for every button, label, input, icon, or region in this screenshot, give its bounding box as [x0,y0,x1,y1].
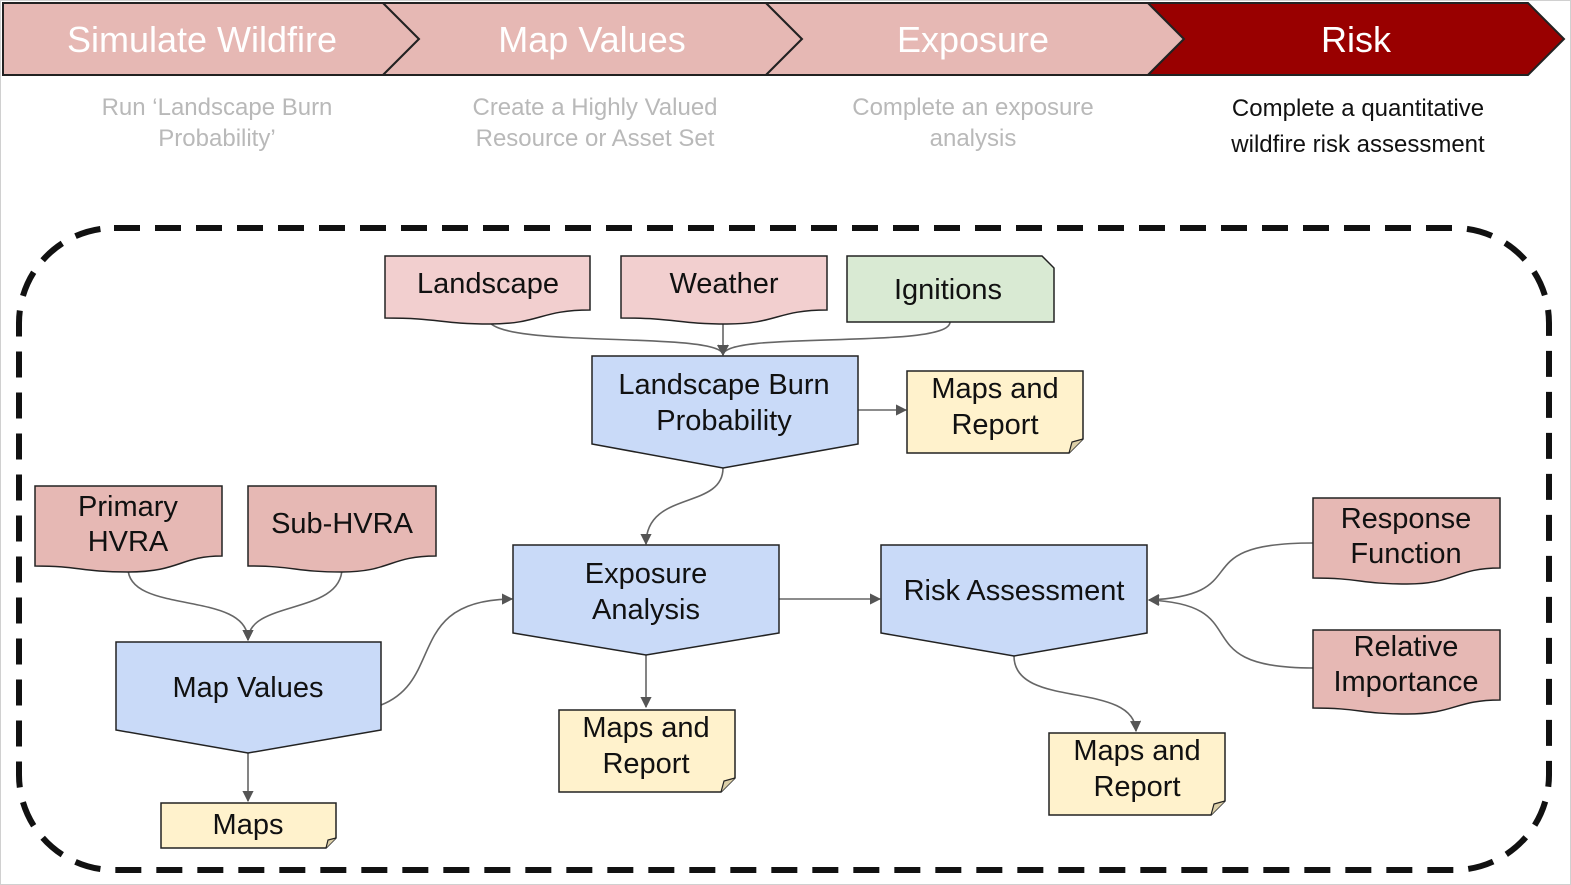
document-shape [247,485,437,573]
document-shape [846,255,1055,323]
process-risk-assessment: Risk Assessment [880,544,1148,657]
input-weather: Weather [620,255,828,325]
edge-map-values-to-exposure [380,593,514,706]
stage-description-map-values: Create a Highly Valued Resource or Asset… [440,92,750,154]
edge-landscape-to-lbp [487,317,729,357]
description-line: Complete an exposure [852,94,1094,121]
document-shape [34,485,223,573]
node-label: Weather [669,268,778,300]
output-maps: Maps [160,802,337,849]
stage-shape [1145,2,1566,76]
process-boundary [16,225,1552,873]
note-fold [1068,438,1084,454]
description-line: Complete a quantitative [1231,95,1485,122]
stage-label: Simulate Wildfire [67,19,337,60]
document-shape [1312,629,1501,715]
input-landscape: Landscape [384,255,591,325]
process-map-values: Map Values [115,641,382,754]
node-label: Ignitions [894,274,1002,306]
node-label: Maps [213,809,284,841]
description-line: Resource or Asset Set [475,125,715,152]
edge-sub-hvra-to-map-values [242,567,343,642]
stage-chevron-map-values: Map Values [380,2,804,76]
description-line: Probability’ [158,125,276,152]
edge-primary-hvra-to-map-values [127,567,254,642]
node-label: Landscape [417,268,559,300]
description-line: Run ‘Landscape Burn [101,94,333,121]
input-ignitions: Ignitions [846,255,1055,323]
input-sub-hvra: Sub-HVRA [247,485,437,573]
document-shape [384,255,591,325]
process-shape [880,544,1148,657]
stage-chevron-exposure: Exposure [763,2,1186,76]
description-line: analysis [929,125,1017,152]
process-shape [591,355,859,469]
document-shape [620,255,828,325]
stage-label: Exposure [897,19,1049,60]
description-line: Create a Highly Valued [472,94,718,121]
stage-label: Map Values [498,19,685,60]
note-fold [720,777,736,793]
process-shape [115,641,382,754]
description-line: wildfire risk assessment [1231,131,1485,158]
stage-chevron-simulate-wildfire: Simulate Wildfire [2,2,421,76]
process-shape [512,544,780,656]
node-label: Map Values [173,672,324,704]
note-fold [1210,800,1226,816]
edge-response-function-to-risk [1147,542,1314,606]
edge-relative-importance-to-risk [1147,594,1314,669]
node-label: Risk Assessment [904,575,1125,607]
document-shape [1312,497,1501,585]
stage-chevron-risk: Risk [1145,2,1566,76]
note-fold [325,837,337,849]
connectors [127,317,1314,803]
edge-ignitions-to-lbp [717,321,951,357]
node-label: Sub-HVRA [271,508,413,540]
stage-description-exposure: Complete an exposure analysis [823,92,1123,154]
edge-risk-to-report [1013,655,1142,733]
stage-description-simulate-wildfire: Run ‘Landscape Burn Probability’ [67,92,367,154]
edge-lbp-to-exposure [640,467,724,546]
stage-description-risk: Complete a quantitative wildfire risk as… [1196,91,1520,163]
stage-label: Risk [1321,19,1392,60]
